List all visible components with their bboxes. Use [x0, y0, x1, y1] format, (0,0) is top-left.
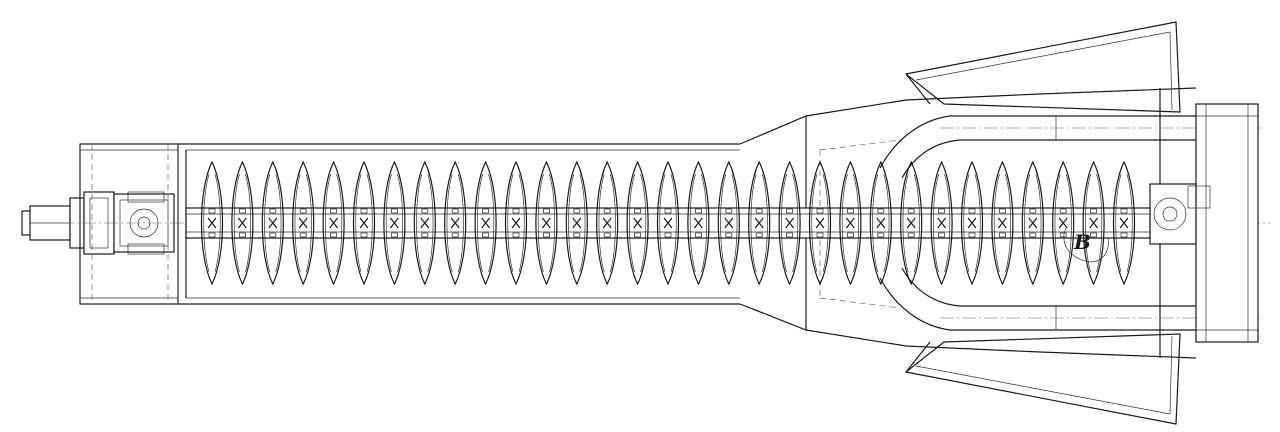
- screw-flights: [200, 160, 1136, 286]
- screw-flight: [808, 160, 832, 286]
- end-flange: [1195, 103, 1259, 343]
- detail-b-callout: [1063, 227, 1109, 263]
- screw-flight: [261, 160, 284, 286]
- drive-frame: [79, 143, 179, 305]
- screw-flight: [200, 160, 224, 286]
- screw-flight: [869, 160, 892, 286]
- hopper-bottom: [904, 333, 1181, 425]
- screw-flight: [292, 160, 315, 286]
- screw-flight: [778, 160, 801, 286]
- screw-flight: [687, 160, 710, 286]
- screw-flight: [930, 160, 953, 286]
- screw-flight: [748, 160, 771, 286]
- screw-flight: [413, 160, 436, 286]
- feed-housing: [739, 87, 1197, 359]
- screw-flight: [1052, 160, 1075, 286]
- screw-flight: [474, 160, 497, 286]
- screw-flight: [504, 160, 528, 286]
- screw-flight: [1082, 160, 1105, 286]
- screw-flight: [1021, 160, 1044, 286]
- screw-flight: [596, 160, 619, 286]
- tail-bearing: [1149, 183, 1211, 245]
- screw-flight: [352, 160, 376, 286]
- screw-flight: [535, 160, 558, 286]
- screw-flight: [322, 160, 345, 286]
- screw-flight: [960, 160, 984, 286]
- screw-flight: [565, 160, 588, 286]
- screw-flight: [900, 160, 923, 286]
- screw-flight: [383, 160, 406, 286]
- screw-flight: [991, 160, 1014, 286]
- screw-flight: [444, 160, 467, 286]
- screw-flight: [626, 160, 649, 286]
- detail-label-b: B: [1073, 230, 1091, 254]
- screw-flight: [231, 160, 254, 286]
- screw-flight: [717, 160, 740, 286]
- hopper-top: [904, 21, 1181, 113]
- screw-flight: [839, 160, 862, 286]
- drive-gearbox: [60, 191, 190, 255]
- screw-flight: [1112, 160, 1136, 286]
- screw-flight: [656, 160, 680, 286]
